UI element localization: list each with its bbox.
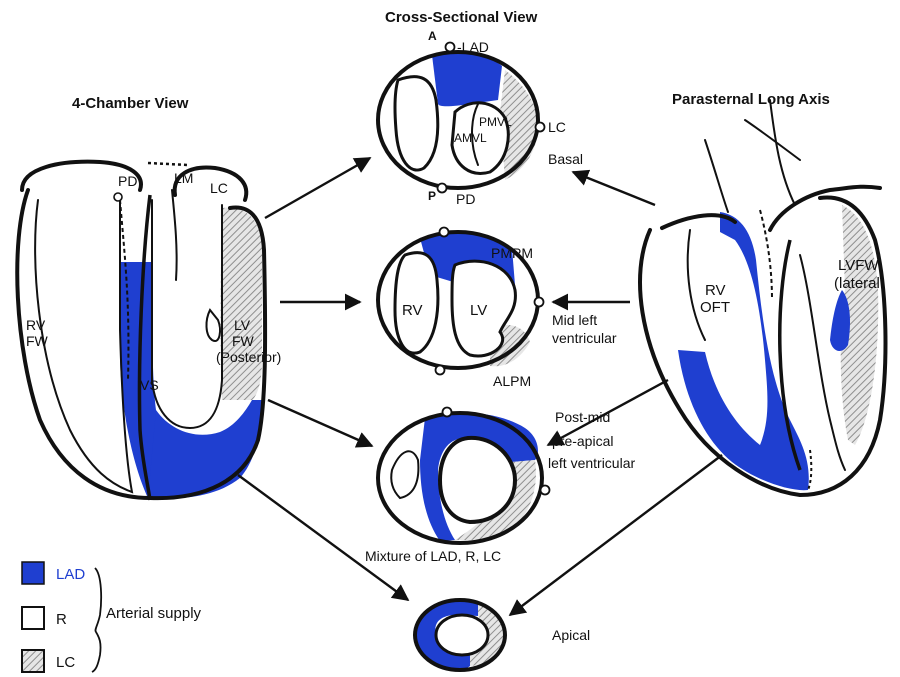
label-lm: LM bbox=[174, 170, 193, 186]
parasternal-lad-region bbox=[678, 212, 809, 490]
post-top-marker bbox=[443, 408, 452, 417]
legend-swatch-r bbox=[22, 607, 44, 629]
mid-bottom-marker bbox=[436, 366, 445, 375]
label-mid-alpm: ALPM bbox=[493, 373, 531, 389]
post-right-marker bbox=[541, 486, 550, 495]
arrow-plax-to-basal bbox=[573, 172, 655, 205]
four-chamber-lm-vessel bbox=[172, 190, 177, 280]
arrows bbox=[238, 158, 722, 615]
legend: LAD R LC Arterial supply bbox=[22, 562, 202, 672]
legend-label-r: R bbox=[56, 611, 67, 628]
label-lv-fw-line2: FW bbox=[232, 333, 255, 349]
label-lc: LC bbox=[210, 180, 228, 196]
label-basal-lc: LC bbox=[548, 119, 566, 135]
label-pd: PD bbox=[118, 173, 137, 189]
four-chamber-title: 4-Chamber View bbox=[72, 95, 189, 112]
legend-label-lc: LC bbox=[56, 654, 75, 671]
label-parasternal-lvfw-line2: (lateral bbox=[834, 275, 880, 292]
label-lv-fw-line1: LV bbox=[234, 317, 251, 333]
four-chamber-pd-marker bbox=[114, 193, 122, 201]
label-mid-lv: LV bbox=[470, 302, 487, 319]
mid-ventricular-cross-section: PMPM RV LV ALPM Mid left ventricular bbox=[378, 228, 617, 390]
parasternal-rv-cavity bbox=[688, 230, 705, 340]
label-basal-p: P bbox=[428, 189, 436, 203]
post-mid-cross-section: Post-mid pre-apical left ventricular Mix… bbox=[365, 408, 635, 565]
label-lv-fw-line3: (Posterior) bbox=[216, 349, 281, 365]
four-chamber-view: PD LM LC RV FW LV FW (Posterior) VS bbox=[17, 162, 281, 500]
label-apical-level: Apical bbox=[552, 627, 590, 643]
basal-cross-section: A -LAD PMVL AMVL LC P PD Basal bbox=[378, 29, 583, 207]
label-mid-pmpm: PMPM bbox=[491, 245, 533, 261]
four-chamber-dotted-top bbox=[148, 163, 188, 165]
label-basal-amvl: AMVL bbox=[454, 131, 487, 145]
mid-right-marker bbox=[535, 298, 544, 307]
cross-sectional-title: Cross-Sectional View bbox=[385, 9, 538, 26]
parasternal-dotted-vessel bbox=[760, 210, 772, 300]
legend-swatch-lad bbox=[22, 562, 44, 584]
legend-label-lad: LAD bbox=[56, 566, 85, 583]
arrow-4ch-to-post bbox=[268, 400, 372, 446]
four-chamber-papillary bbox=[206, 310, 220, 341]
label-rv-fw-line1: RV bbox=[26, 317, 46, 333]
label-basal-lad: -LAD bbox=[457, 39, 489, 55]
label-post-level-line2: pre-apical bbox=[552, 433, 613, 449]
label-parasternal-lvfw-line1: LVFW bbox=[838, 257, 879, 274]
label-basal-pmvl: PMVL bbox=[479, 115, 512, 129]
label-basal-a: A bbox=[428, 29, 437, 43]
parasternal-great-vessel-1 bbox=[705, 140, 728, 212]
label-mid-rv: RV bbox=[402, 302, 423, 319]
four-chamber-rv-cavity bbox=[35, 200, 132, 492]
label-basal-level: Basal bbox=[548, 151, 583, 167]
arrow-4ch-to-basal bbox=[265, 158, 370, 218]
four-chamber-lv-cavity bbox=[152, 200, 222, 428]
basal-pd-marker bbox=[438, 184, 447, 193]
post-lv-cavity bbox=[440, 438, 515, 522]
label-parasternal-rv-line2: OFT bbox=[700, 299, 730, 316]
legend-swatch-lc bbox=[22, 650, 44, 672]
label-post-mixture: Mixture of LAD, R, LC bbox=[365, 548, 501, 564]
basal-rv-cavity bbox=[395, 77, 438, 170]
label-rv-fw-line2: FW bbox=[26, 333, 49, 349]
label-vs: VS bbox=[140, 377, 159, 393]
basal-lad-marker bbox=[446, 43, 455, 52]
apical-cross-section: Apical bbox=[415, 600, 590, 670]
apical-cavity bbox=[436, 615, 488, 655]
label-parasternal-rv-line1: RV bbox=[705, 282, 726, 299]
parasternal-left-atrium-top bbox=[770, 187, 880, 230]
label-mid-level-line2: ventricular bbox=[552, 330, 617, 346]
legend-caption: Arterial supply bbox=[106, 605, 202, 622]
basal-lc-marker bbox=[536, 123, 545, 132]
mid-top-marker bbox=[440, 228, 449, 237]
label-post-level-line3: left ventricular bbox=[548, 455, 635, 471]
parasternal-title: Parasternal Long Axis bbox=[672, 91, 830, 108]
label-basal-pd: PD bbox=[456, 191, 475, 207]
label-mid-level-line1: Mid left bbox=[552, 312, 597, 328]
four-chamber-lc-region bbox=[221, 208, 263, 400]
parasternal-long-axis-view: RV OFT LVFW (lateral bbox=[640, 100, 885, 495]
legend-bracket bbox=[92, 568, 101, 672]
